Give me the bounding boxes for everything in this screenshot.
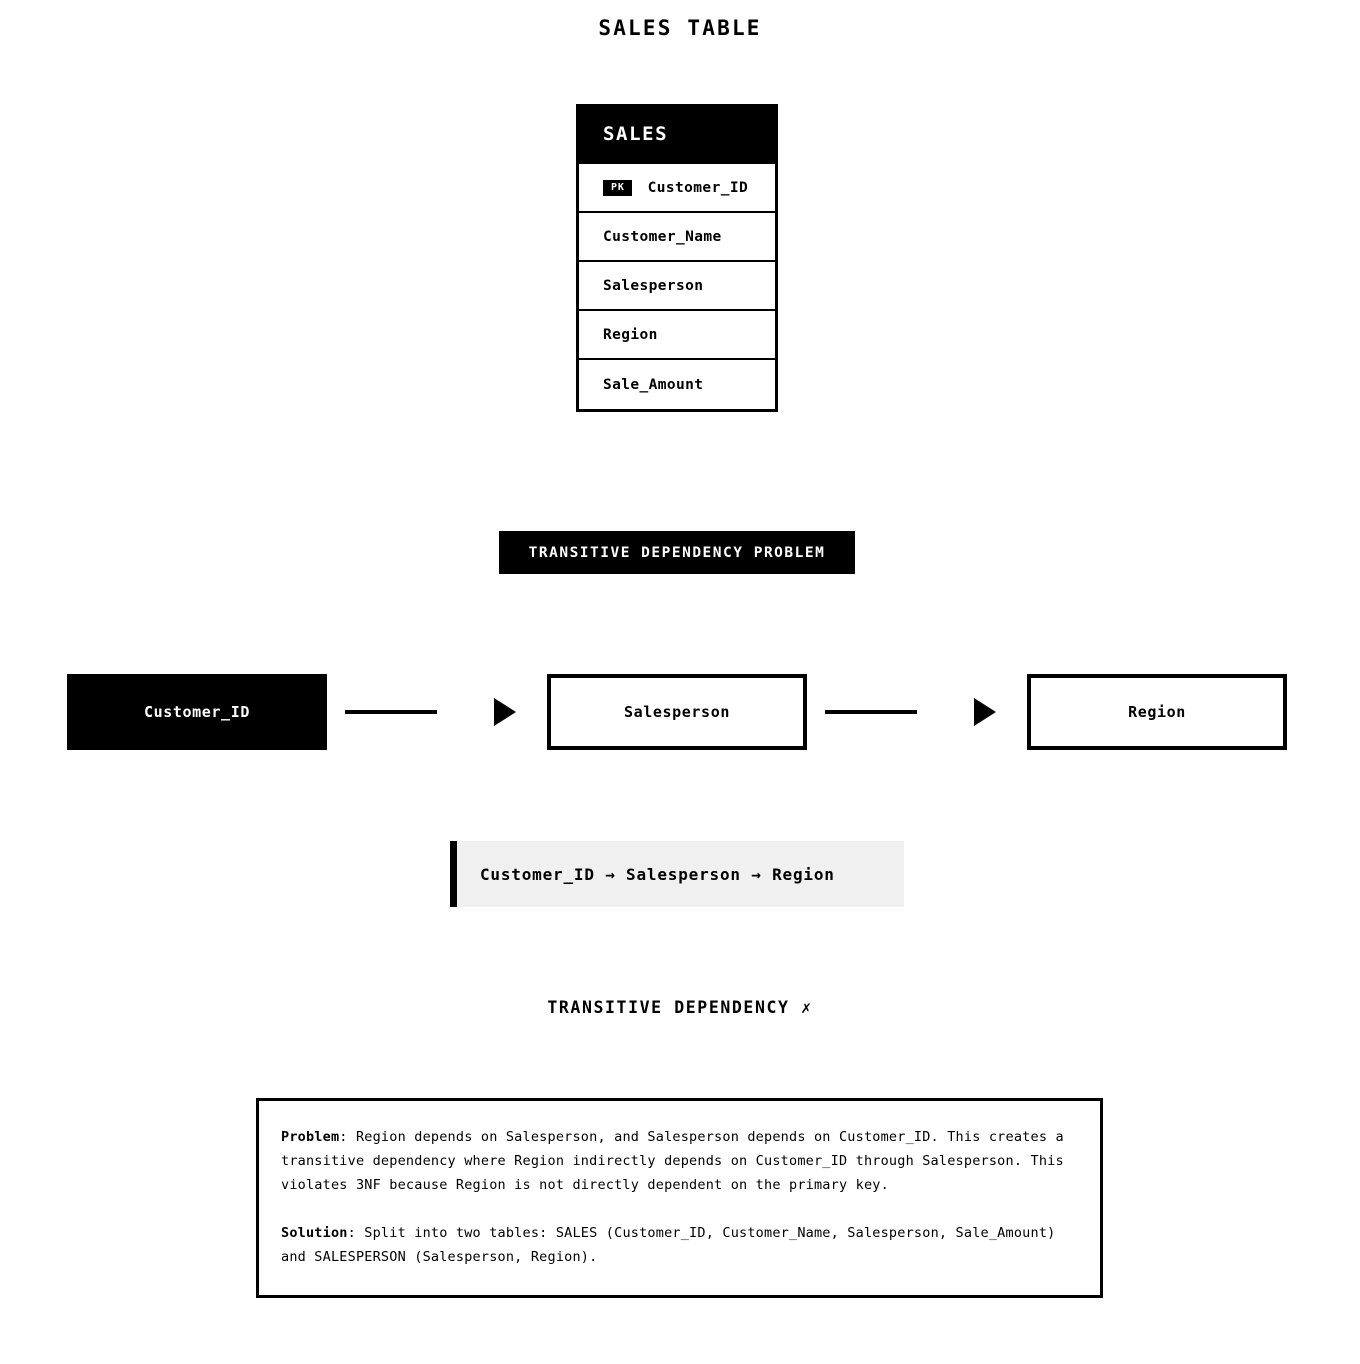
entity-row-customer-name: Customer_Name bbox=[579, 213, 775, 262]
chain-arrow-1 bbox=[345, 674, 525, 750]
chain-box-customer-id: Customer_ID bbox=[67, 674, 327, 750]
entity-row-sale-amount: Sale_Amount bbox=[579, 360, 775, 409]
arrow-line-icon bbox=[825, 710, 917, 714]
entity-card-header: SALES bbox=[576, 104, 778, 164]
solution-paragraph: Solution: Split into two tables: SALES (… bbox=[281, 1221, 1078, 1269]
dependency-chain: Customer_ID Salesperson Region bbox=[0, 674, 1360, 754]
sales-entity-card: SALES PK Customer_ID Customer_Name Sales… bbox=[576, 104, 778, 412]
verdict-label: TRANSITIVE DEPENDENCY ✗ bbox=[547, 998, 813, 1017]
dependency-notation-strip: Customer_ID → Salesperson → Region bbox=[450, 841, 904, 907]
page-title: SALES TABLE bbox=[598, 16, 762, 40]
entity-field-label: Sale_Amount bbox=[603, 376, 704, 393]
chain-arrow-2 bbox=[825, 674, 1005, 750]
solution-text: : Split into two tables: SALES (Customer… bbox=[281, 1225, 1056, 1265]
entity-row-region: Region bbox=[579, 311, 775, 360]
entity-card-title: SALES bbox=[603, 123, 669, 145]
entity-field-label: Salesperson bbox=[603, 277, 704, 294]
entity-field-label: Customer_Name bbox=[603, 228, 722, 245]
problem-text: : Region depends on Salesperson, and Sal… bbox=[281, 1129, 1064, 1193]
chain-box-salesperson: Salesperson bbox=[547, 674, 807, 750]
arrow-line-icon bbox=[345, 710, 437, 714]
entity-field-label: Customer_ID bbox=[647, 179, 749, 196]
entity-row-salesperson: Salesperson bbox=[579, 262, 775, 311]
explanation-box: Problem: Region depends on Salesperson, … bbox=[256, 1098, 1103, 1298]
primary-key-badge-icon: PK bbox=[603, 179, 632, 196]
problem-paragraph: Problem: Region depends on Salesperson, … bbox=[281, 1125, 1078, 1197]
arrow-right-icon bbox=[494, 698, 516, 726]
solution-label: Solution bbox=[281, 1225, 348, 1241]
chain-box-region: Region bbox=[1027, 674, 1287, 750]
transitive-dependency-banner: TRANSITIVE DEPENDENCY PROBLEM bbox=[499, 531, 855, 574]
problem-label: Problem bbox=[281, 1129, 340, 1145]
entity-field-label: Region bbox=[603, 326, 658, 343]
entity-card-body: PK Customer_ID Customer_Name Salesperson… bbox=[576, 164, 778, 412]
arrow-right-icon bbox=[974, 698, 996, 726]
entity-row-customer-id: PK Customer_ID bbox=[579, 164, 775, 213]
